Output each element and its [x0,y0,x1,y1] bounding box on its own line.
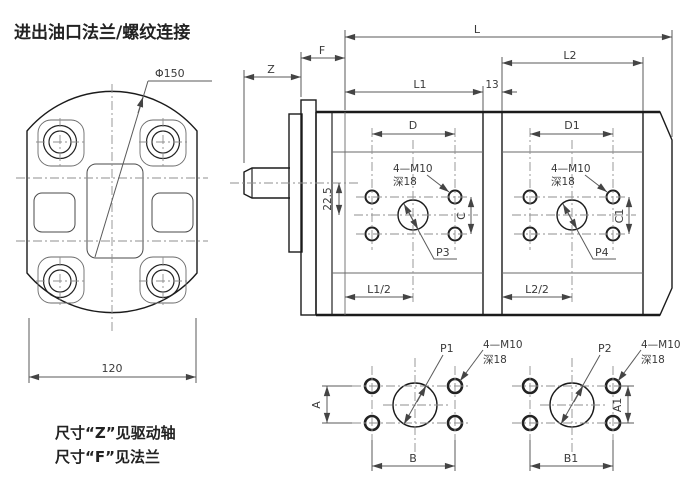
dim-B1-label: B1 [564,452,579,465]
port-p2-callout: P2 [560,342,612,425]
diameter-label: Φ150 [155,67,185,80]
mounting-flange [300,99,317,316]
center-boss [86,163,144,259]
flange-centerlines [16,84,208,332]
flange-outline [26,90,198,314]
p1-bolt-holes [363,377,464,432]
port-p1-callout: P1 [403,342,454,425]
dim-13: 13 [485,79,517,96]
width-label: 120 [102,362,123,375]
dim-B-label: B [409,452,417,465]
dim-L-label: L [474,23,481,36]
note-f: 尺寸“F”见法兰 [55,448,160,466]
dim-D1: D1 [530,119,613,138]
bottom-port-view-p2: A1 B1 P2 4—M10 深18 [512,339,681,471]
front-flange-view: Φ150 120 [16,67,212,383]
boss-bottom-left [37,256,85,304]
dim-D1-label: D1 [564,119,579,132]
dim-L1-half: L1/2 [345,283,413,301]
dim-Z-label: Z [267,63,275,76]
dim-L2-half-label: L2/2 [525,283,549,296]
dim-13-label: 13 [485,79,498,91]
dim-L2-half: L2/2 [502,283,572,301]
thread-label: 4—M10 [483,339,523,351]
thread-depth-label: 深18 [483,354,507,366]
dim-F-label: F [319,44,325,57]
thread-depth-label: 深18 [641,354,665,366]
dim-L2: L2 [502,49,643,67]
port-p2-label: P2 [598,342,612,355]
side-centerlines [230,128,636,303]
pump-body [315,110,673,317]
side-bolt-holes [364,189,621,242]
p2-thread-callout: 4—M10 深18 [617,339,681,382]
dim-A1: A1 [611,385,634,424]
dim-L1-half-label: L1/2 [367,283,391,296]
notes: 尺寸“Z”见驱动轴 尺寸“F”见法兰 [55,424,176,466]
dim-C: C [455,197,475,234]
dim-L1-label: L1 [413,78,426,91]
thread-callout-left: 4—M10 深18 [393,163,450,193]
side-view: L F Z L1 13 L2 D D1 [230,23,673,317]
p1-thread-callout: 4—M10 深18 [459,339,523,382]
end-cap [643,111,673,316]
dim-A: A [310,385,352,424]
boss-top-left [37,119,85,167]
thread-depth-label: 深18 [551,176,575,188]
thread-label: 4—M10 [551,163,591,175]
dim-L1: L1 [345,78,483,96]
dim-C1-label: C1 [613,209,626,224]
width-dimension: 120 [28,318,197,383]
p2-centerlines [512,358,620,452]
port-p3-label: P3 [436,246,450,259]
right-pocket [151,192,194,233]
dim-offset-22-5: 22.5 [322,183,343,215]
dim-D: D [372,119,455,138]
p1-centerlines [352,358,470,452]
dim-L: L [345,23,672,41]
dim-B: B [371,440,456,471]
port-p3-callout: P3 [403,203,457,260]
thread-label: 4—M10 [393,163,433,175]
port-p4-label: P4 [595,246,609,259]
top-extension-lines [243,30,673,163]
flange-bolt-holes [42,124,181,299]
dim-L2-label: L2 [563,49,576,62]
dim-B1: B1 [529,440,614,471]
dim-A-label: A [310,401,323,409]
dim-A1-label: A1 [611,398,624,413]
drawing-title: 进出油口法兰/螺纹连接 [14,22,190,43]
dim-D-label: D [409,119,417,132]
dim-Z: Z [244,63,301,81]
note-z: 尺寸“Z”见驱动轴 [55,424,176,442]
diameter-callout: Φ150 [94,67,212,258]
dim-C1: C1 [613,197,633,234]
dim-offset-label: 22.5 [322,187,334,210]
dim-C-label: C [455,212,468,220]
dim-F: F [301,44,345,62]
thread-callout-right: 4—M10 深18 [551,163,608,193]
left-pocket [33,192,76,233]
bottom-port-view-p1: A B P1 4—M10 深18 [310,339,523,471]
thread-label: 4—M10 [641,339,681,351]
thread-depth-label: 深18 [393,176,417,188]
port-p1-label: P1 [440,342,454,355]
port-p4-callout: P4 [562,203,616,260]
